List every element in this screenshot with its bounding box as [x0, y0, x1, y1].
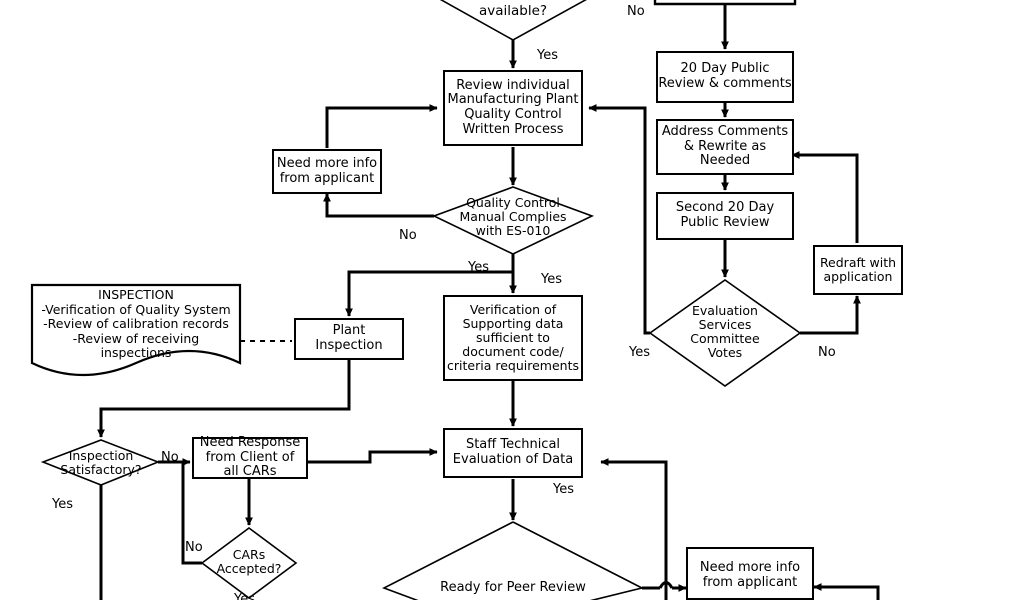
node-verification-supporting: Verification of Supporting data sufficie… [443, 295, 583, 381]
node-need-response-client-text: Need Response from Client of all CARs [199, 435, 301, 480]
document-shape-icon [30, 283, 242, 377]
edge-committee-no-to-redraft [800, 295, 861, 335]
label-no-committee: No [818, 345, 836, 360]
edge-redraft-to-address [791, 151, 859, 243]
edge-committee-yes-to-review [588, 104, 650, 335]
node-second-twenty-day: Second 20 Day Public Review [656, 192, 794, 240]
node-review-individual-text: Review individual Manufacturing Plant Qu… [447, 77, 579, 137]
label-no-topright: No [627, 4, 645, 19]
node-need-more-info-right: Need more info from applicant [686, 547, 814, 600]
node-inspection-note-lines: -Verification of Quality System -Review … [41, 302, 231, 361]
shape-committee-diamond [648, 279, 802, 387]
node-staff-technical: Staff Technical Evaluation of Data [443, 428, 583, 478]
node-review-individual: Review individual Manufacturing Plant Qu… [443, 70, 583, 146]
label-yes-staff: Yes [553, 482, 574, 497]
shape-topright-partial [653, 0, 797, 6]
edge-plant-to-inspsat [97, 358, 351, 438]
label-yes-eval-criteria: Yes [537, 48, 558, 63]
node-plant-inspection: Plant Inspection [294, 318, 404, 360]
label-yes-cars: Yes [234, 592, 255, 600]
label-no-qc-manual: No [399, 228, 417, 243]
label-yes-qc-manual-right: Yes [541, 272, 562, 287]
node-ready-peer-review: Ready for Peer Review [440, 579, 586, 595]
node-redraft-with-application-text: Redraft with application [819, 255, 897, 284]
node-address-comments: Address Comments & Rewrite as Needed [656, 119, 794, 175]
node-evaluation-criteria: Evaluation Criteria available? [450, 0, 575, 19]
node-inspection-note-title: INSPECTION [98, 287, 174, 302]
node-need-response-client: Need Response from Client of all CARs [192, 435, 308, 480]
node-address-comments-text: Address Comments & Rewrite as Needed [661, 124, 789, 169]
node-redraft-with-application: Redraft with application [813, 245, 903, 295]
node-need-more-info-left-text: Need more info from applicant [276, 155, 378, 186]
label-no-inspection: No [161, 450, 179, 465]
edge-qc-no-to-needinfo [323, 193, 434, 218]
node-second-twenty-day-text: Second 20 Day Public Review [675, 200, 775, 230]
node-plant-inspection-text: Plant Inspection [315, 323, 383, 353]
edge-yes-loop-to-staff [600, 458, 668, 600]
node-verification-supporting-text: Verification of Supporting data sufficie… [447, 302, 579, 373]
edge-right-to-needinfo [813, 583, 880, 600]
edge-qc-yes-to-plant [345, 270, 513, 317]
node-qc-manual-complies: Quality Control Manual Complies with ES-… [459, 195, 567, 238]
node-twenty-day-public: 20 Day Public Review & comments [656, 51, 794, 103]
shape-cars-diamond [200, 527, 298, 599]
node-staff-technical-text: Staff Technical Evaluation of Data [452, 437, 574, 467]
edge-needresp-to-staff [308, 448, 438, 464]
node-inspection-satisfactory: Inspection Satisfactory? [60, 448, 142, 477]
edge-needinfo-to-review [325, 104, 438, 148]
node-need-more-info-left: Need more info from applicant [272, 149, 382, 194]
node-twenty-day-public-text: 20 Day Public Review & comments [658, 61, 792, 91]
node-evaluation-services-committee: Evaluation Services Committee Votes [690, 303, 760, 360]
edge-cars-no-up [181, 462, 202, 565]
node-need-more-info-right-text: Need more info from applicant [699, 559, 801, 590]
label-yes-committee: Yes [629, 345, 650, 360]
label-yes-inspection: Yes [52, 497, 73, 512]
node-inspection-note: INSPECTION -Verification of Quality Syst… [30, 283, 242, 381]
label-yes-qc-manual: Yes [468, 260, 489, 275]
node-cars-accepted: CARs Accepted? [216, 547, 282, 576]
label-no-cars: No [185, 540, 203, 555]
